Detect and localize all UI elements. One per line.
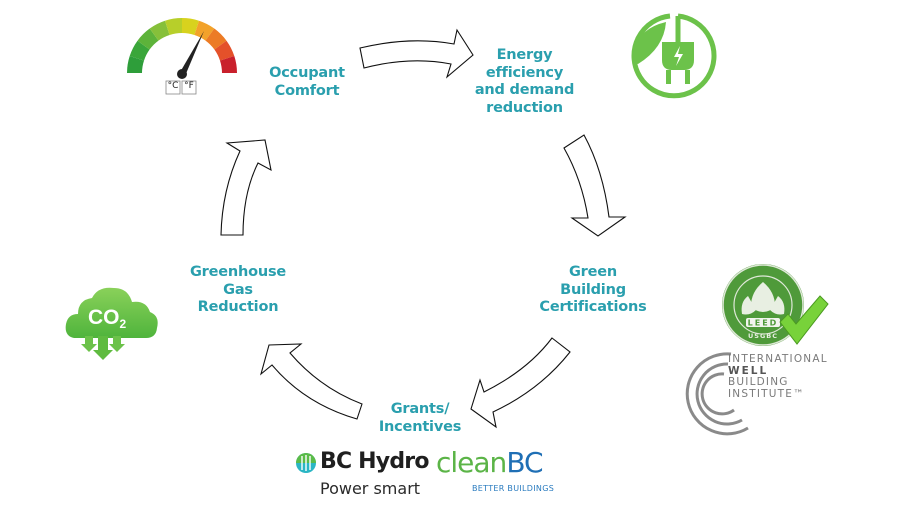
node-label-line: Reduction (197, 299, 279, 315)
node-label-line: Certifications (539, 299, 647, 315)
node-energy-efficiency: Energy efficiency and demand reduction (462, 47, 587, 117)
node-label-line: and demand (474, 82, 575, 98)
bchydro-logo-icon (296, 453, 316, 473)
well-line: INSTITUTE™ (728, 387, 805, 400)
svg-text:USGBC: USGBC (748, 332, 778, 340)
cleanbc-name: cleanBC (436, 446, 544, 479)
node-label-line: Building (560, 281, 626, 298)
bchydro-tagline: Power smart (320, 479, 421, 498)
node-label-line: Comfort (274, 82, 340, 99)
unit-fahrenheit: °F (184, 81, 194, 91)
arrow-grants-to-greenhouse (260, 343, 363, 420)
well-logo-text: INTERNATIONAL WELL BUILDING INSTITUTE™ (728, 353, 828, 400)
node-label-line: reduction (486, 99, 563, 116)
node-grants-incentives: Grants/ Incentives (365, 401, 475, 436)
node-greenhouse-gas-reduction: Greenhouse Gas Reduction (178, 264, 298, 317)
node-label-line: Energy (496, 47, 553, 63)
node-green-building-certifications: Green Building Certifications (528, 264, 658, 317)
co2-text: CO2 (88, 306, 126, 331)
node-label-line: Gas (223, 281, 253, 298)
co2-cloud-icon (65, 287, 158, 360)
co2-main: CO (88, 306, 120, 329)
node-label-line: efficiency (485, 64, 564, 81)
leed-badge-icon: LEED USGBC (722, 264, 829, 346)
node-label-line: Green (568, 264, 618, 280)
node-label-line: Grants/ (390, 401, 450, 417)
arrow-energy-to-certifications (563, 134, 627, 237)
node-occupant-comfort: Occupant Comfort (252, 65, 362, 100)
cleanbc-bc: BC (506, 446, 543, 479)
cleanbc-clean: clean (436, 446, 507, 479)
unit-celsius: °C (167, 81, 179, 91)
energy-leaf-plug-icon (631, 13, 717, 99)
co2-subscript: 2 (119, 317, 127, 331)
well-line: INTERNATIONAL (728, 353, 828, 365)
arrow-greenhouse-to-comfort (220, 139, 272, 236)
node-label-line: Incentives (378, 418, 462, 435)
cleanbc-tagline: BETTER BUILDINGS (472, 484, 555, 493)
temperature-gauge-icon (127, 18, 237, 95)
temperature-units (165, 80, 197, 95)
well-line: BUILDING (728, 376, 789, 388)
bchydro-name: BC Hydro (320, 449, 429, 474)
node-label-line: Greenhouse (189, 264, 287, 280)
well-line: WELL (728, 364, 769, 377)
arrow-comfort-to-energy (359, 28, 474, 79)
node-label-line: Occupant (269, 65, 345, 81)
well-institute-icon (685, 352, 749, 436)
arrow-certifications-to-grants (470, 337, 571, 429)
svg-text:LEED: LEED (748, 319, 779, 328)
